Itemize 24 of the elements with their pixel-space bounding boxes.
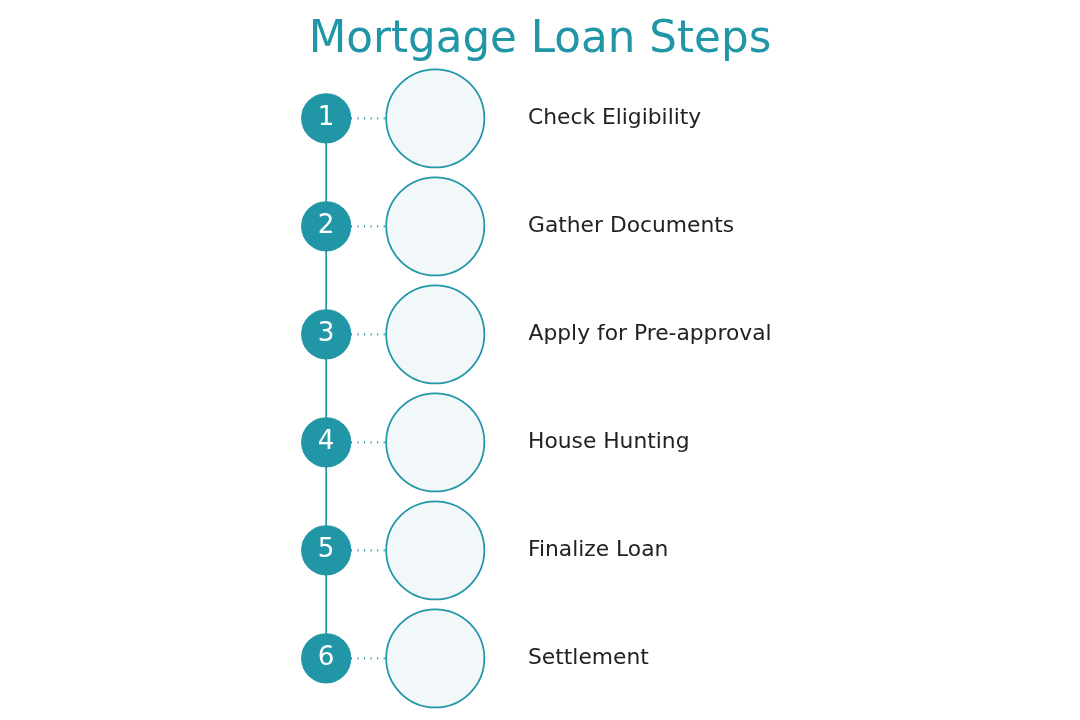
node-circle: 5 [301, 525, 352, 576]
node-circle [385, 500, 486, 601]
node-circle [385, 284, 486, 385]
node-label: Check Eligibility [528, 103, 702, 129]
node-circle: 6 [301, 633, 352, 684]
node-circle: 1 [301, 93, 352, 144]
node-circle [385, 392, 486, 493]
node-label: Gather Documents [528, 211, 735, 237]
connector [325, 358, 328, 419]
connector [325, 142, 328, 203]
connector [325, 466, 328, 527]
node-circle [385, 176, 486, 277]
node-circle: 2 [301, 201, 352, 252]
node-label: Apply for Pre-approval [528, 319, 772, 345]
node-label: House Hunting [528, 427, 690, 453]
node-circle [385, 608, 486, 709]
connector [325, 250, 328, 311]
node-label: Finalize Loan [528, 535, 669, 561]
connector [325, 574, 328, 635]
node-circle: 4 [301, 417, 352, 468]
diagram-title: Mortgage Loan Steps [308, 11, 772, 62]
node-label: Settlement [528, 643, 649, 669]
node-circle [385, 68, 486, 169]
node-circle: 3 [301, 309, 352, 360]
